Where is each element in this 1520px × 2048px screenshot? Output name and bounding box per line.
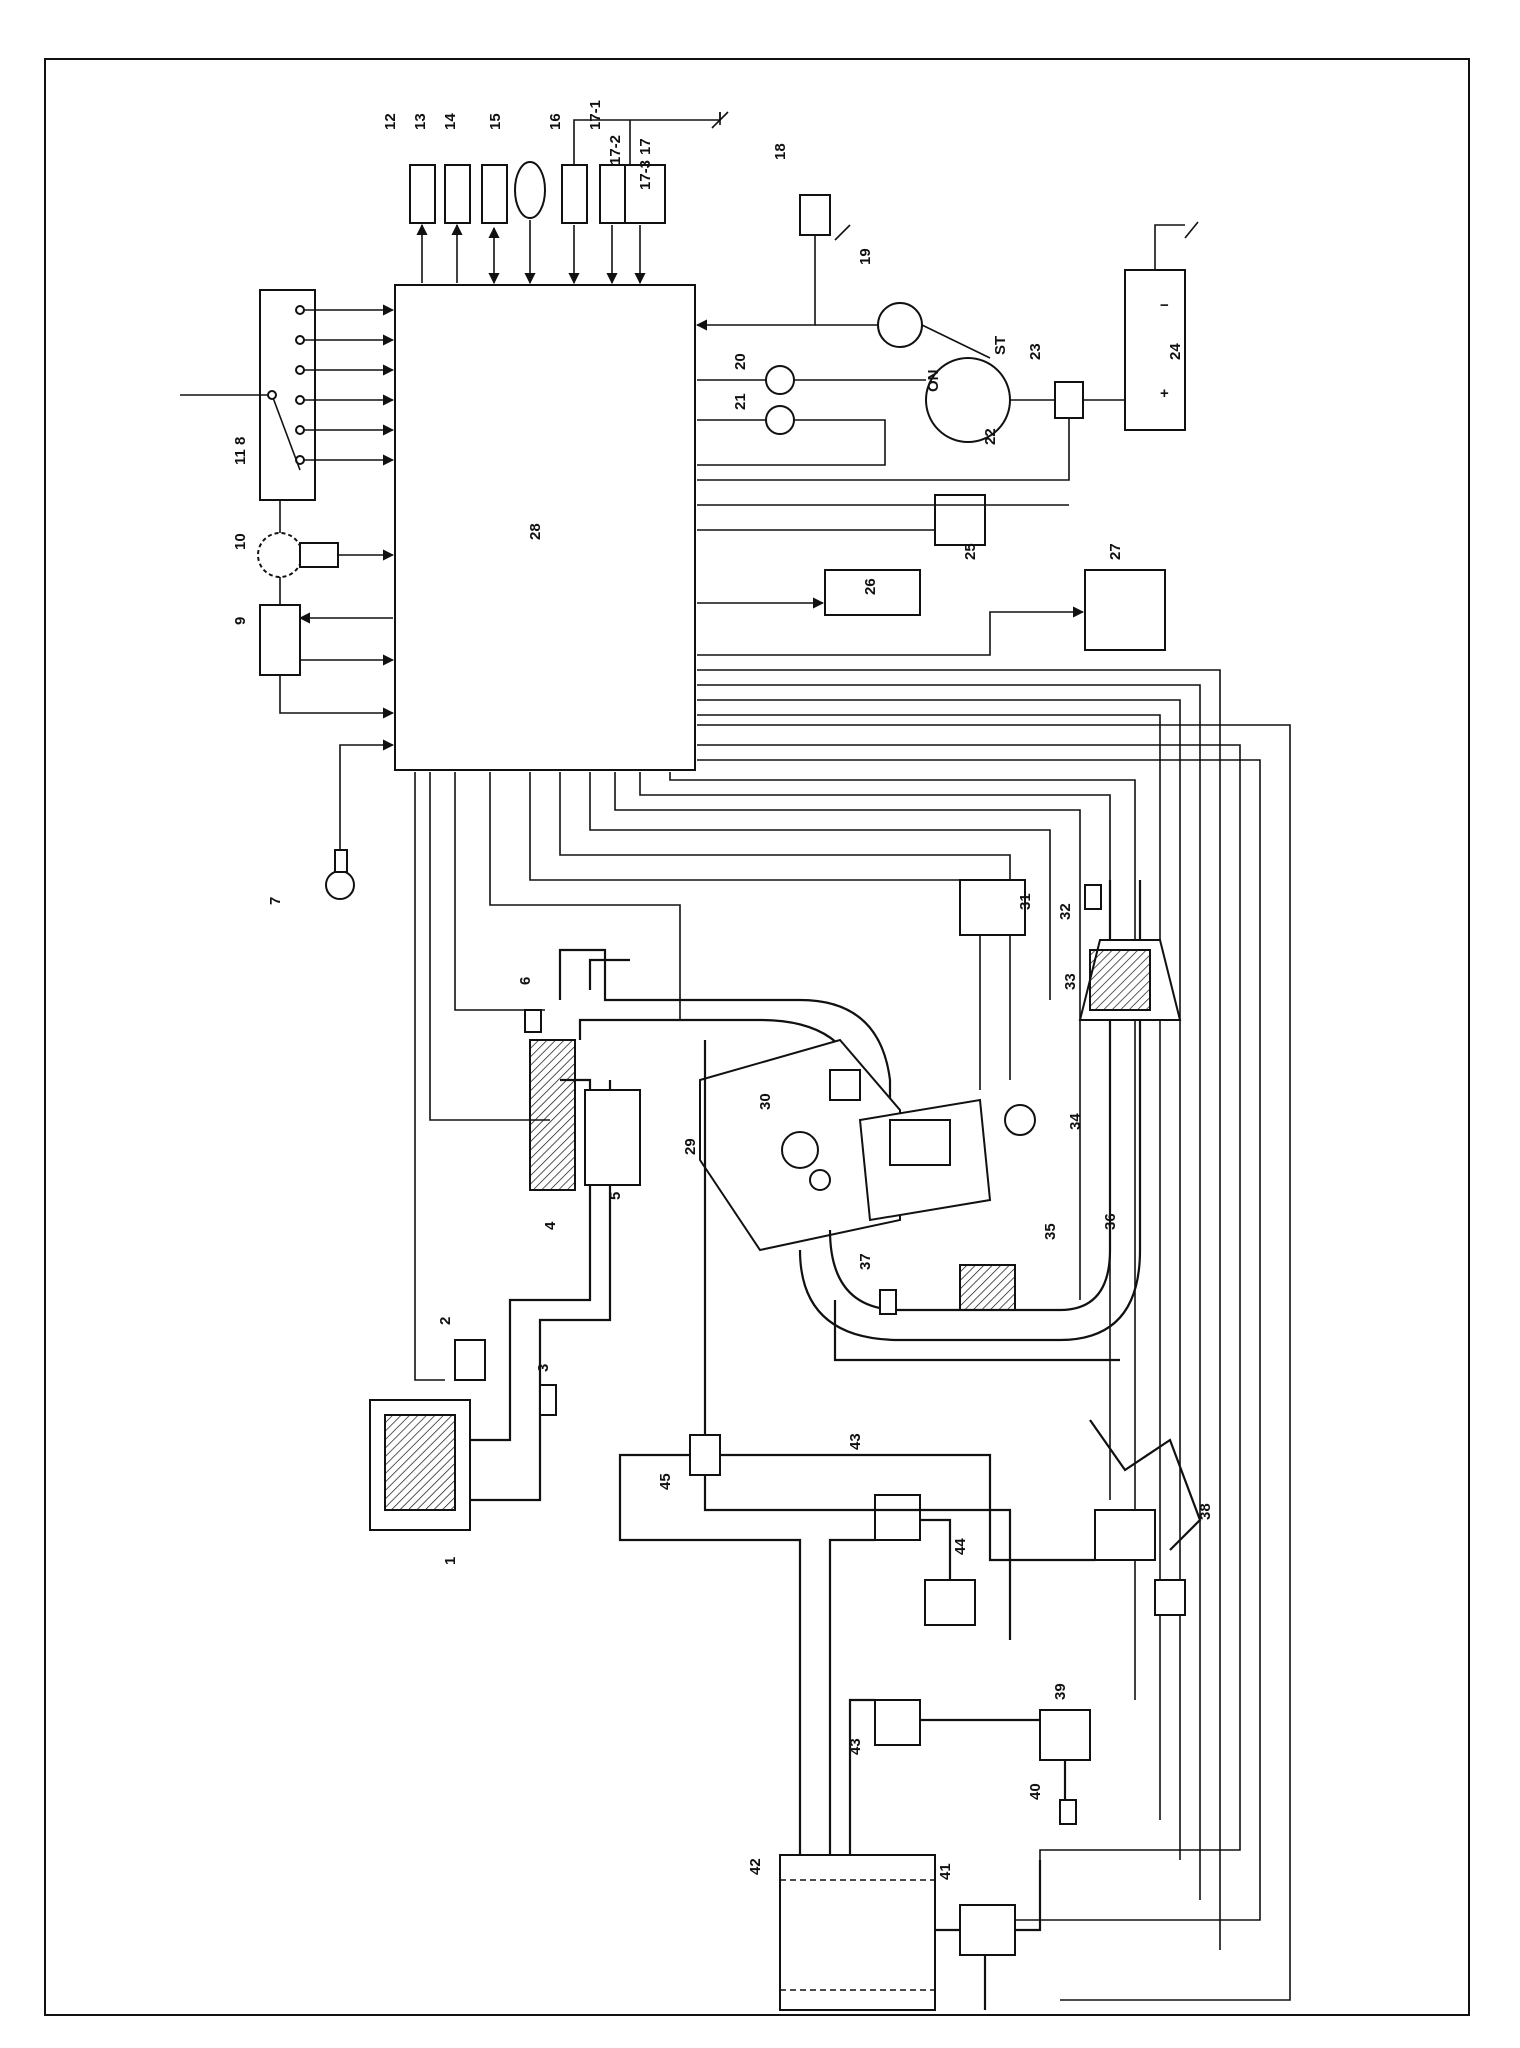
- part-label-8: 8: [232, 437, 249, 445]
- part-label-41: 41: [937, 1863, 954, 1880]
- ground-symbols: [711, 111, 1199, 241]
- fuel-tank-42: [779, 1854, 936, 2011]
- lamp-20: [765, 365, 795, 395]
- part-label-18: 18: [772, 143, 789, 160]
- part-label-6: 6: [517, 977, 534, 985]
- part-label-9: 9: [232, 617, 249, 625]
- tee-45: [689, 1434, 721, 1476]
- component-26: [824, 569, 921, 616]
- part-label-15: 15: [487, 113, 504, 130]
- part-label-4: 4: [542, 1221, 559, 1230]
- part-label-45: 45: [657, 1473, 674, 1490]
- engine-assembly: [699, 1000, 1142, 1342]
- sensor-2: [454, 1339, 486, 1381]
- fuse-23: [1054, 381, 1084, 419]
- part-label-35: 35: [1042, 1223, 1059, 1240]
- part-label-25: 25: [962, 543, 979, 560]
- part-label-13: 13: [412, 113, 429, 130]
- part-label-14: 14: [442, 113, 459, 130]
- valve-39: [1039, 1709, 1091, 1761]
- part-label-21: 21: [732, 393, 749, 410]
- part-label-20: 20: [732, 353, 749, 370]
- lamp-21: [765, 405, 795, 435]
- fuel-pump-41: [959, 1904, 1016, 1956]
- part-label-29: 29: [682, 1138, 699, 1155]
- part-label-23: 23: [1027, 343, 1044, 360]
- part-label-44: 44: [952, 1538, 969, 1555]
- part-label-17: 17: [637, 138, 654, 155]
- part-label-17-2: 17-2: [607, 135, 624, 165]
- ecu-box: [394, 284, 696, 771]
- valve-43-lower: [874, 1699, 921, 1746]
- part-label-17-3: 17-3: [637, 160, 654, 190]
- sensor-40: [1059, 1799, 1077, 1825]
- component-27: [1084, 569, 1166, 651]
- part-label-39: 39: [1052, 1683, 1069, 1700]
- sensor-37: [879, 1289, 897, 1315]
- sensor-7: [325, 870, 355, 900]
- part-label-31: 31: [1017, 893, 1034, 910]
- part-label-19: 19: [857, 248, 874, 265]
- part-label-38: 38: [1197, 1503, 1214, 1520]
- ecu-label: 28: [527, 523, 544, 540]
- switch-on-label: ON: [925, 370, 942, 393]
- valve-43-upper: [874, 1494, 921, 1541]
- diagram-frame: [44, 58, 1470, 2016]
- top-components: [409, 161, 666, 224]
- relay-25: [934, 494, 986, 546]
- part-label-24: 24: [1167, 343, 1184, 360]
- component-10-sensor: [299, 542, 339, 568]
- part-label-22: 22: [982, 428, 999, 445]
- ecu-signal-harness: [414, 669, 1291, 2001]
- part-label-16: 16: [547, 113, 564, 130]
- part-label-10: 10: [232, 533, 249, 550]
- component-9: [259, 604, 301, 676]
- throttle-body-4: [529, 1039, 576, 1191]
- component-18: [799, 194, 831, 236]
- idle-control-5: [584, 1089, 641, 1186]
- part-label-11: 11: [232, 449, 249, 465]
- part-label-43: 43: [847, 1738, 864, 1755]
- part-label-1: 1: [442, 1557, 459, 1565]
- battery-minus: −: [1160, 297, 1169, 314]
- part-label-5: 5: [607, 1192, 624, 1200]
- part-label-32: 32: [1057, 903, 1074, 920]
- battery-plus: +: [1160, 385, 1169, 402]
- part-label-40: 40: [1027, 1783, 1044, 1800]
- sensor-3: [539, 1384, 557, 1416]
- oxygen-sensor-32: [1084, 884, 1102, 910]
- part-label-34: 34: [1067, 1113, 1084, 1130]
- part-label-12: 12: [382, 113, 399, 130]
- component-31: [959, 879, 1026, 936]
- part-label-33: 33: [1062, 973, 1079, 990]
- part-label-30: 30: [757, 1093, 774, 1110]
- component-11-contacts: [180, 305, 305, 471]
- part-label-7: 7: [267, 897, 284, 905]
- part-label-17-1: 17-1: [587, 100, 604, 130]
- part-label-43: 43: [847, 1433, 864, 1450]
- component-19: [877, 302, 923, 348]
- part-label-36: 36: [1102, 1213, 1119, 1230]
- part-label-42: 42: [747, 1858, 764, 1875]
- part-label-3: 3: [535, 1364, 552, 1372]
- part-label-26: 26: [862, 578, 879, 595]
- part-label-27: 27: [1107, 543, 1124, 560]
- valve-44: [924, 1579, 976, 1626]
- canister-38: [1094, 1509, 1156, 1561]
- battery-24: [1124, 269, 1186, 431]
- component-10-gear: [257, 532, 303, 578]
- part-label-2: 2: [437, 1317, 454, 1325]
- sensor-6: [524, 1009, 542, 1033]
- part-label-37: 37: [857, 1253, 874, 1270]
- switch-st-label: ST: [992, 336, 1009, 355]
